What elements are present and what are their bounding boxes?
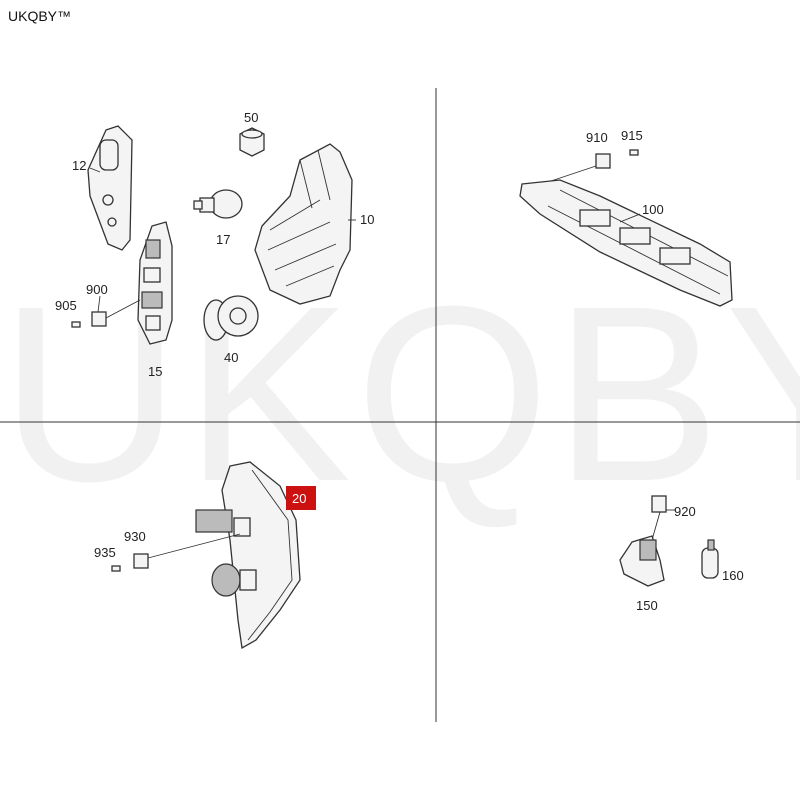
label-12: 12 xyxy=(72,158,86,173)
part-930-clip[interactable] xyxy=(133,553,149,569)
label-150: 150 xyxy=(636,598,658,613)
part-12-gasket[interactable] xyxy=(87,125,133,251)
part-15-bulb-holder[interactable] xyxy=(137,221,173,345)
label-15: 15 xyxy=(148,364,162,379)
part-100-light-strip[interactable] xyxy=(519,179,733,307)
label-100: 100 xyxy=(642,202,664,217)
part-160-bulb[interactable] xyxy=(701,539,719,579)
part-915-screw[interactable] xyxy=(629,149,639,156)
part-20-tail-lamp[interactable] xyxy=(195,461,301,650)
part-905-screw[interactable] xyxy=(71,321,81,328)
label-20: 20 xyxy=(292,491,306,506)
brand-label: UKQBY™ xyxy=(8,8,72,24)
label-17: 17 xyxy=(216,232,230,247)
part-10-lamp-housing[interactable] xyxy=(254,143,353,305)
part-910-clip[interactable] xyxy=(595,153,611,169)
part-50-nut[interactable] xyxy=(239,127,265,157)
label-920: 920 xyxy=(674,504,696,519)
label-10: 10 xyxy=(360,212,374,227)
part-900-clip[interactable] xyxy=(91,311,107,327)
part-40-socket[interactable] xyxy=(203,295,259,341)
label-160: 160 xyxy=(722,568,744,583)
part-920-clip[interactable] xyxy=(651,495,667,513)
label-900: 900 xyxy=(86,282,108,297)
watermark: UKQBY™ xyxy=(0,254,800,533)
label-915: 915 xyxy=(621,128,643,143)
label-910: 910 xyxy=(586,130,608,145)
part-17-bulb[interactable] xyxy=(193,189,243,219)
part-935-screw[interactable] xyxy=(111,565,121,572)
label-930: 930 xyxy=(124,529,146,544)
label-935: 935 xyxy=(94,545,116,560)
label-50: 50 xyxy=(244,110,258,125)
label-40: 40 xyxy=(224,350,238,365)
highlight-badge-20[interactable]: 20 xyxy=(286,486,316,510)
part-150-plate-light[interactable] xyxy=(619,535,665,587)
label-905: 905 xyxy=(55,298,77,313)
